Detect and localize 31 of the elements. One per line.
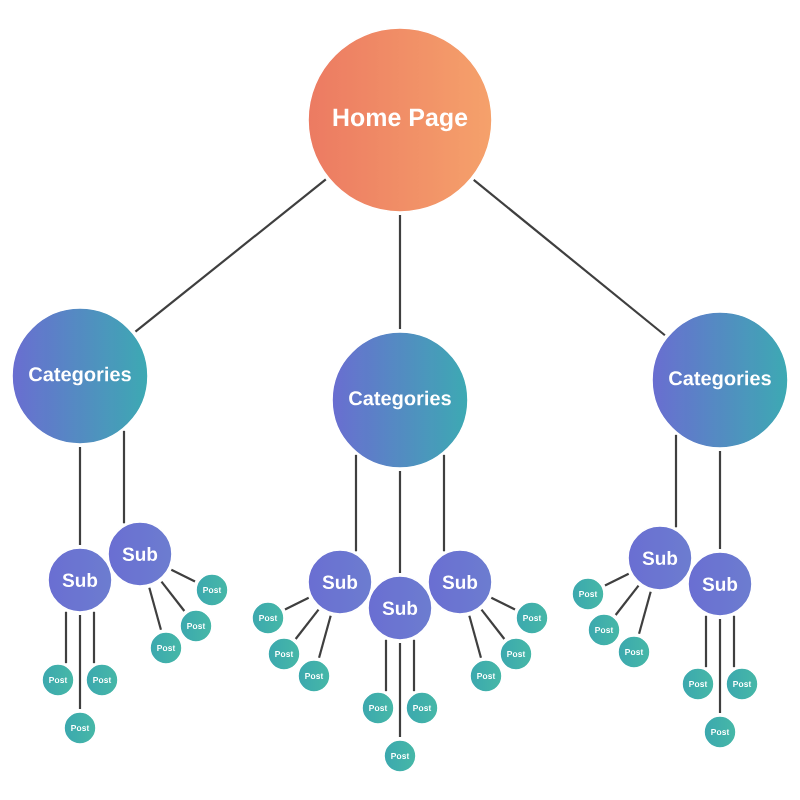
connector-line bbox=[674, 434, 678, 528]
connector-line bbox=[384, 639, 388, 692]
connector-line bbox=[638, 591, 652, 634]
connector-line bbox=[160, 580, 186, 612]
connector-line bbox=[294, 608, 320, 640]
connector-line bbox=[92, 611, 96, 664]
connector-line bbox=[398, 643, 402, 737]
connector-line bbox=[473, 179, 666, 337]
connector-line bbox=[284, 596, 310, 611]
connector-line bbox=[442, 454, 446, 552]
connector-line bbox=[398, 471, 402, 573]
connector-line bbox=[718, 619, 722, 713]
connector-line bbox=[732, 615, 736, 668]
connector-line bbox=[170, 568, 196, 583]
connector-line bbox=[398, 215, 402, 329]
connector-line bbox=[704, 615, 708, 668]
connector-line bbox=[64, 611, 68, 664]
connector-line bbox=[148, 587, 162, 630]
connector-line bbox=[490, 596, 516, 611]
connector-line bbox=[78, 447, 82, 545]
connector-line bbox=[614, 584, 640, 616]
connector-line bbox=[412, 639, 416, 692]
connector-line bbox=[604, 572, 630, 587]
connector-line bbox=[134, 178, 327, 333]
connector-line bbox=[468, 615, 482, 658]
connector-line bbox=[318, 615, 332, 658]
connector-line bbox=[480, 608, 506, 640]
connector-line bbox=[78, 615, 82, 709]
connector-line bbox=[122, 430, 126, 524]
connector-line bbox=[354, 454, 358, 552]
connector-line bbox=[718, 451, 722, 549]
